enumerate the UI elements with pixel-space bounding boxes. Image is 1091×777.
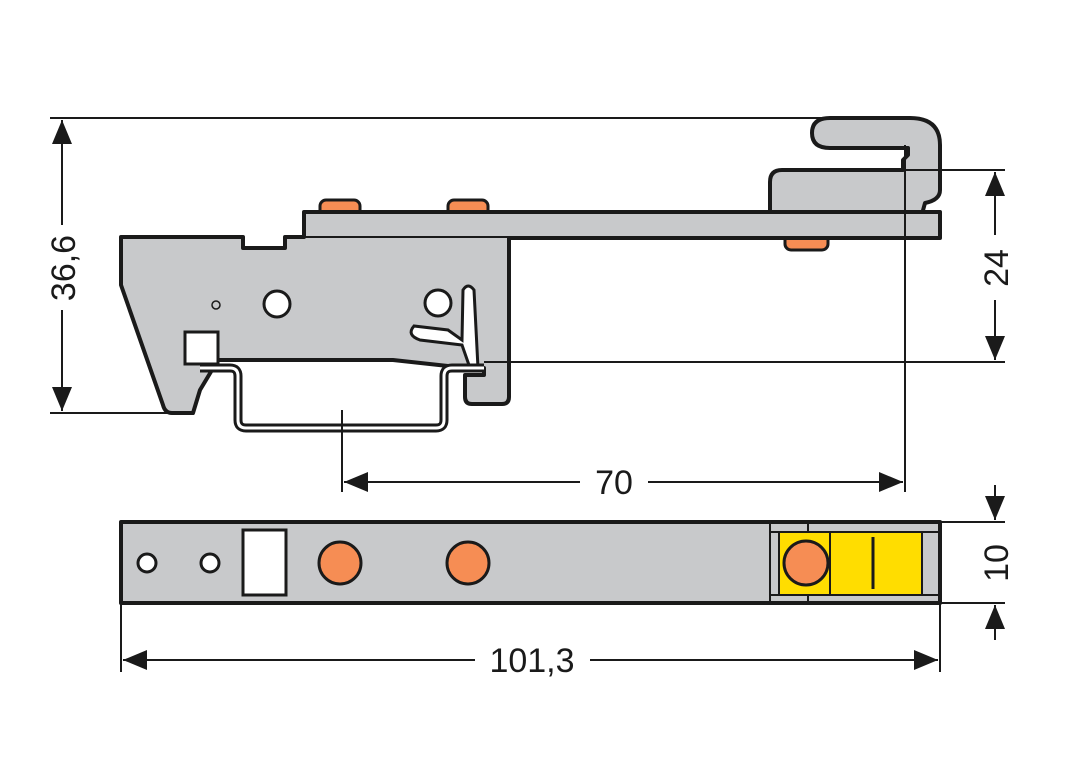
hole xyxy=(199,552,221,574)
dimension-label-101-3: 101,3 xyxy=(489,642,574,680)
hole xyxy=(262,289,292,319)
latch-slot xyxy=(409,284,480,370)
side-view xyxy=(119,116,942,433)
marker-circle xyxy=(317,540,363,586)
dimension-rail-offset: 70 xyxy=(341,145,906,502)
hook-part xyxy=(768,116,942,216)
hole xyxy=(423,288,453,318)
slot xyxy=(241,528,288,597)
dimension-rail-height: 24 xyxy=(484,169,1016,363)
top-view xyxy=(119,520,942,605)
small-pin xyxy=(211,300,221,310)
marker-circle xyxy=(782,539,830,587)
dimension-label-36-6: 36,6 xyxy=(45,235,83,301)
dimension-length: 101,3 xyxy=(120,603,941,680)
dimension-label-70: 70 xyxy=(595,464,633,502)
dimension-label-24: 24 xyxy=(978,249,1016,287)
dimension-label-10: 10 xyxy=(978,544,1016,582)
marker-circle xyxy=(445,540,491,586)
jumper-right xyxy=(829,531,923,596)
hole xyxy=(136,552,158,574)
dimension-height: 36,6 xyxy=(45,117,822,414)
dimension-width: 10 xyxy=(940,485,1016,640)
clip xyxy=(183,330,220,366)
